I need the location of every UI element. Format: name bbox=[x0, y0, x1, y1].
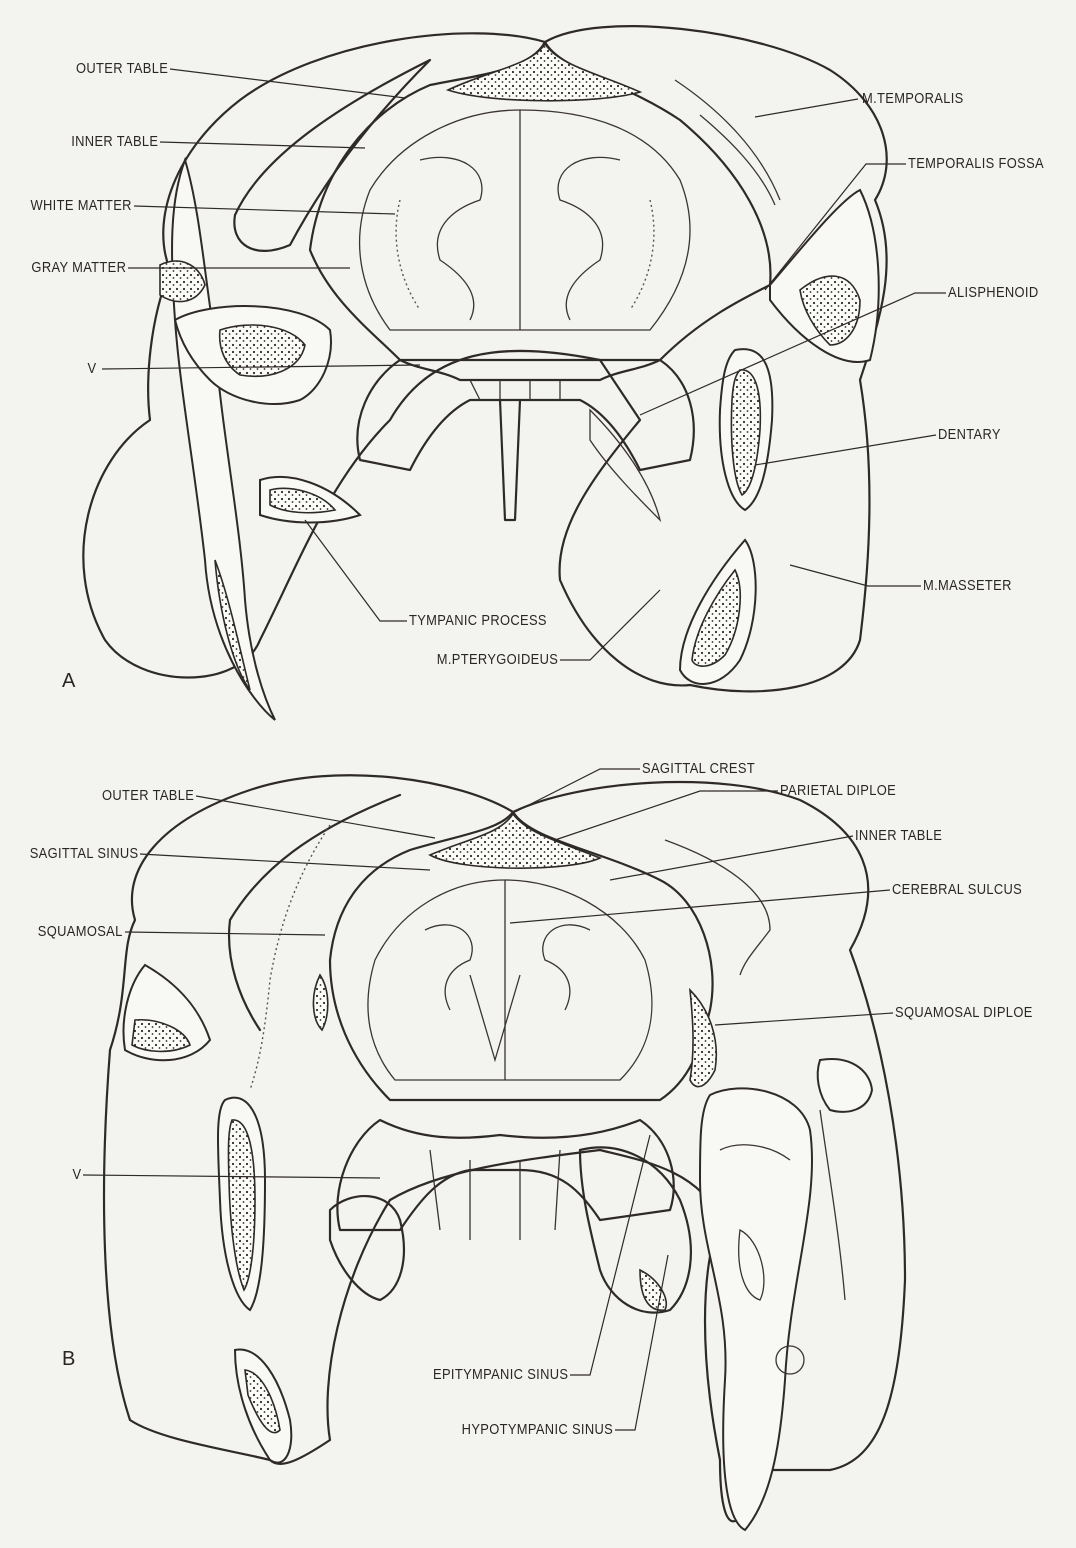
label-b-sagittal-sinus: SAGITTAL SINUS bbox=[29, 845, 138, 863]
label-a-m-temporalis: M.TEMPORALIS bbox=[862, 90, 964, 108]
panel-a-skull-base bbox=[357, 360, 693, 470]
panel-a-basisphenoid-keel bbox=[500, 400, 520, 520]
panel-b-condyle-right bbox=[818, 1059, 872, 1112]
panel-b-drawing bbox=[104, 775, 905, 1530]
panel-a-outer-table bbox=[448, 44, 640, 101]
label-a-outer-table: OUTER TABLE bbox=[76, 60, 168, 78]
label-b-epitympanic-sinus: EPITYMPANIC SINUS bbox=[433, 1366, 568, 1384]
label-a-white-matter: WHITE MATTER bbox=[31, 197, 132, 215]
label-a-inner-table: INNER TABLE bbox=[71, 133, 158, 151]
label-b-inner-table: INNER TABLE bbox=[855, 827, 942, 845]
label-a-tympanic-process: TYMPANIC PROCESS bbox=[409, 612, 547, 630]
label-b-hypotympanic-sinus: HYPOTYMPANIC SINUS bbox=[462, 1421, 613, 1439]
label-b-outer-table: OUTER TABLE bbox=[102, 787, 194, 805]
label-b-v: V bbox=[72, 1166, 81, 1184]
label-b-squamosal: SQUAMOSAL bbox=[38, 923, 123, 941]
label-b-cerebral-sulcus: CEREBRAL SULCUS bbox=[892, 881, 1022, 899]
panel-b-brain bbox=[368, 880, 652, 1080]
panel-label-b: B bbox=[62, 1348, 75, 1371]
panel-b-squamosal-diploe bbox=[690, 990, 716, 1087]
panel-b-skull-base bbox=[337, 1120, 673, 1230]
label-a-dentary: DENTARY bbox=[938, 426, 1001, 444]
label-a-alisphenoid: ALISPHENOID bbox=[948, 284, 1039, 302]
label-b-parietal-diploe: PARIETAL DIPLOE bbox=[780, 782, 896, 800]
label-b-squamosal-diploe: SQUAMOSAL DIPLOE bbox=[895, 1004, 1033, 1022]
label-b-sagittal-crest: SAGITTAL CREST bbox=[642, 760, 755, 778]
panel-b-parietal-diploe bbox=[430, 814, 600, 868]
label-a-gray-matter: GRAY MATTER bbox=[31, 259, 126, 277]
panel-a-brain bbox=[360, 110, 690, 330]
label-a-v: V bbox=[87, 360, 96, 378]
label-a-temporalis-fossa: TEMPORALIS FOSSA bbox=[908, 155, 1044, 173]
label-a-m-pterygoideus: M.PTERYGOIDEUS bbox=[437, 651, 558, 669]
panel-b-tympanic-bulla-left bbox=[330, 1196, 404, 1300]
panel-b-dentary-right bbox=[700, 1088, 812, 1530]
panel-label-a: A bbox=[62, 670, 75, 693]
label-a-m-masseter: M.MASSETER bbox=[923, 577, 1012, 595]
panel-a-dentary-left bbox=[172, 160, 275, 720]
